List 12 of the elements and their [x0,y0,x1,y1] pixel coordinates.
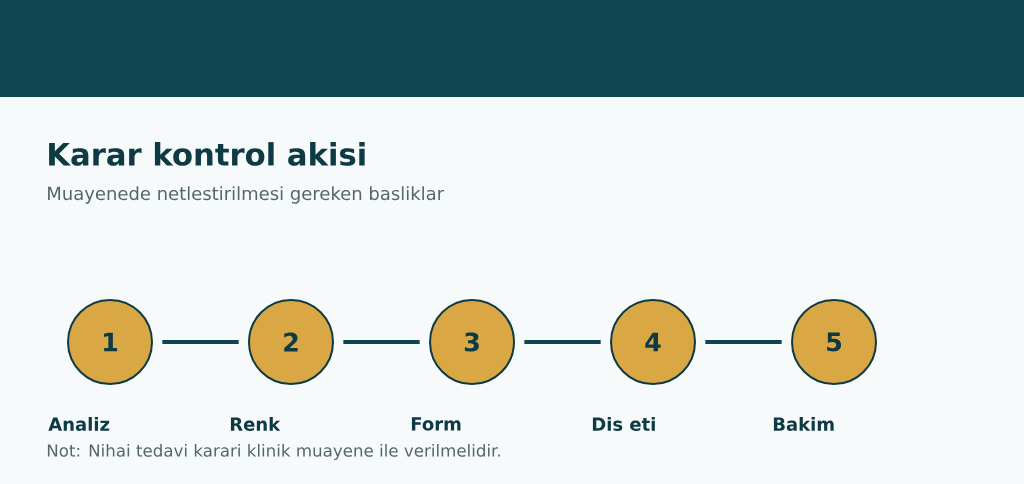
note: Not: Nihai tedavi karari klinik muayene ile verilmelidir. [47,443,500,461]
step-label: Renk [230,417,281,431]
step-label: Bakim [773,417,834,431]
step-label: Form [411,417,461,431]
step-label: Analiz [48,417,110,431]
connector-line [705,340,782,344]
connector-line [162,340,239,344]
connector-line [343,340,420,344]
subtitle: Muayenede netlestirilmesi gereken basliklar [48,186,445,204]
step-label: Dis eti [592,417,655,431]
connector-line [524,340,601,344]
title: Karar kontrol akisi [49,142,365,166]
